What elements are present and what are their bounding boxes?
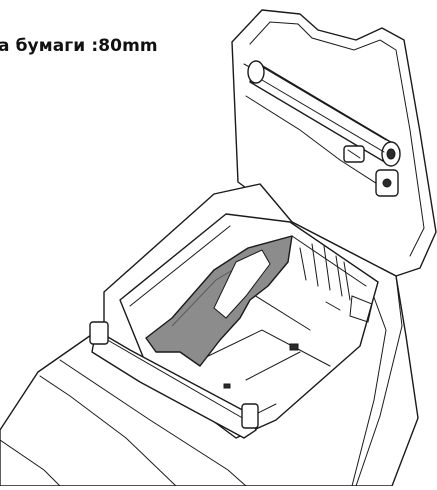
guide-ribs — [299, 243, 351, 301]
paper-width-guide — [145, 235, 293, 367]
tear-bar — [89, 321, 259, 439]
cover-roller — [247, 60, 401, 167]
mechanism-details — [223, 295, 373, 389]
paper-width-caption: а бумаги :80mm — [0, 36, 158, 56]
cover-hinge-right — [343, 145, 399, 197]
